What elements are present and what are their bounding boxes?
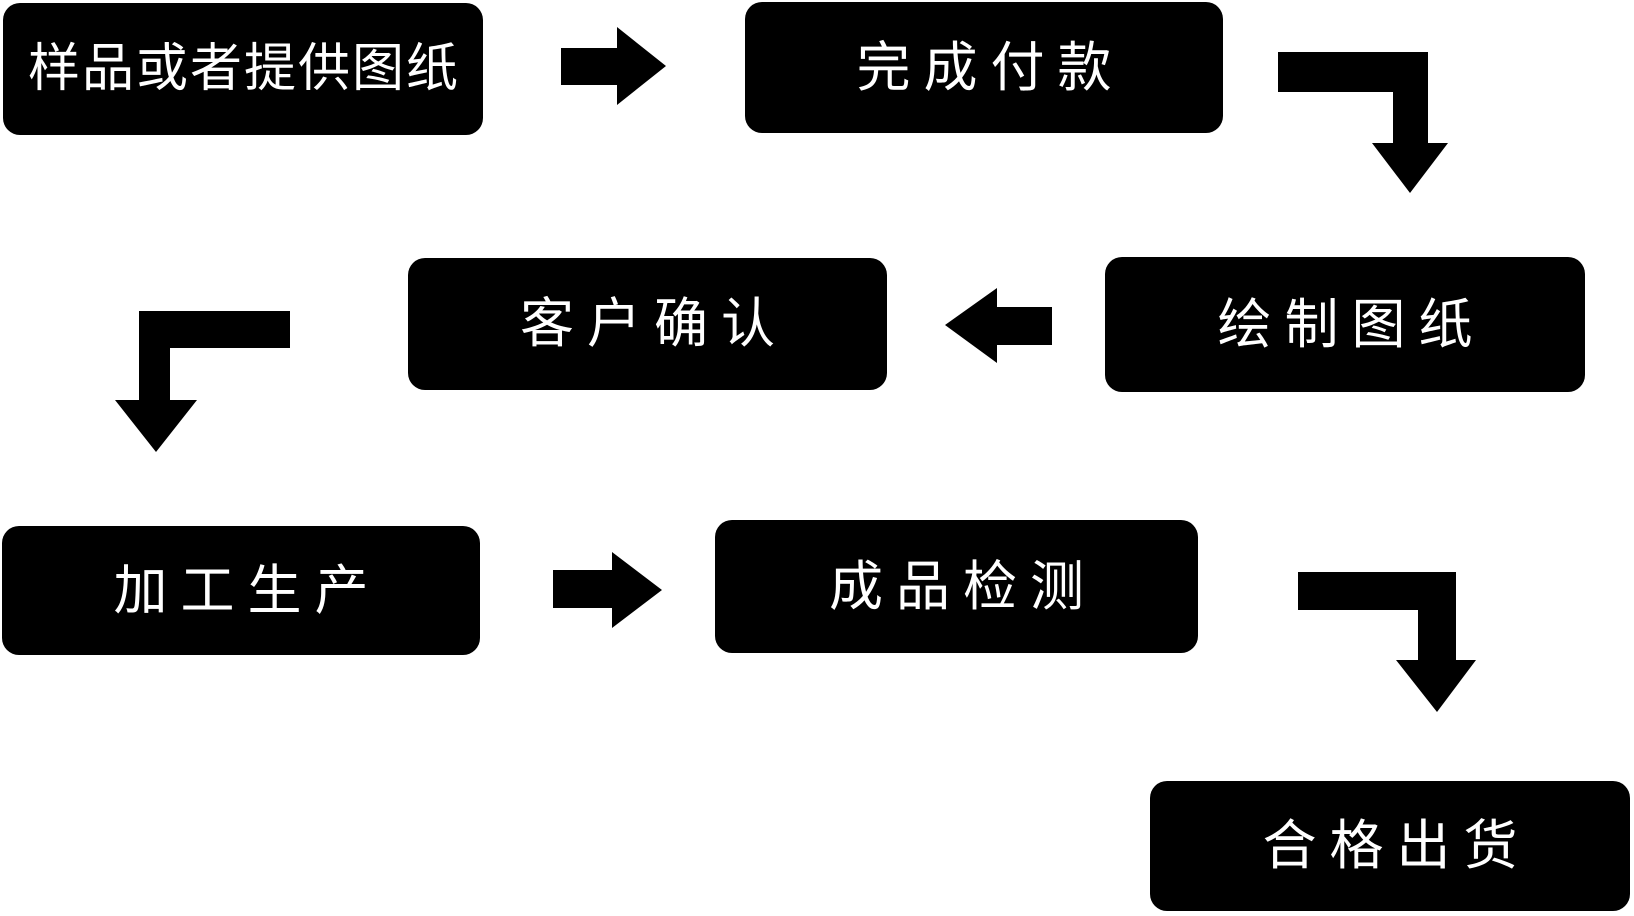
elbow-arrow-shape: [1278, 52, 1448, 193]
flow-node-sample-or-drawing: 样品或者提供图纸: [3, 3, 483, 135]
elbow-arrow-shape: [115, 311, 290, 452]
flow-node-payment: 完成付款: [745, 2, 1223, 133]
flow-node-product-inspection: 成品检测: [715, 520, 1198, 653]
flow-node-qualified-shipment: 合格出货: [1150, 781, 1630, 911]
elbow-left-down-arrow-icon: [115, 311, 290, 452]
elbow-arrow-shape: [1298, 572, 1476, 712]
flow-node-draw-drawings: 绘制图纸: [1105, 257, 1585, 392]
flow-node-label: 合格出货: [1262, 814, 1531, 877]
elbow-right-down-arrow-icon: [1278, 52, 1448, 193]
right-arrow-icon: [561, 27, 666, 105]
right-arrow-shape: [561, 27, 666, 105]
right-arrow-shape: [553, 552, 662, 628]
flow-node-label: 成品检测: [829, 554, 1097, 618]
left-arrow-shape: [945, 288, 1052, 363]
elbow-right-down-arrow-icon: [1298, 572, 1476, 712]
flow-node-label: 样品或者提供图纸: [27, 39, 460, 99]
flow-node-label: 完成付款: [856, 35, 1125, 99]
right-arrow-icon: [553, 552, 662, 628]
left-arrow-icon: [945, 288, 1052, 363]
flow-node-label: 加工生产: [113, 558, 382, 622]
flow-node-label: 客户确认: [520, 292, 788, 355]
flow-node-production: 加工生产: [2, 526, 480, 655]
flow-node-label: 绘制图纸: [1217, 292, 1486, 356]
flow-node-customer-confirm: 客户确认: [408, 258, 887, 390]
